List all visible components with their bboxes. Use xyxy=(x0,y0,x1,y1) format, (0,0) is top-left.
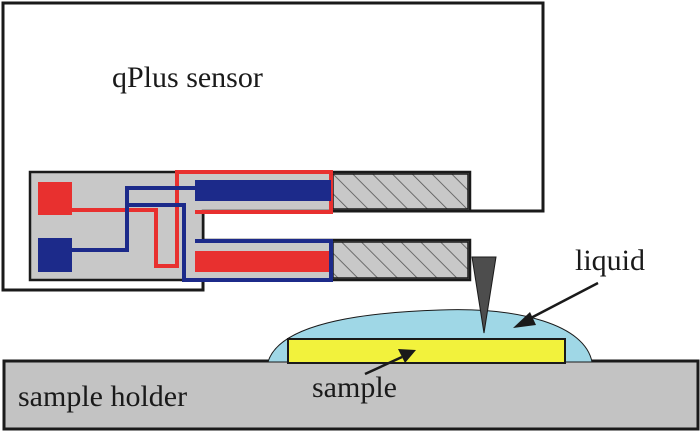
red-trace xyxy=(72,170,333,268)
blue-electrodes xyxy=(38,180,333,282)
blue-contact-pad xyxy=(38,238,72,272)
liquid-arrow xyxy=(513,281,599,328)
sample-arrow xyxy=(364,349,416,376)
blue-upper-electrode xyxy=(195,180,331,201)
sample-holder xyxy=(2,359,700,431)
label-sample: sample xyxy=(312,371,397,404)
label-liquid: liquid xyxy=(575,244,645,277)
red-lower-electrode xyxy=(195,251,331,272)
red-electrodes xyxy=(38,170,333,272)
probe-tip xyxy=(471,256,497,334)
upper-prong-hatched-end xyxy=(332,173,469,210)
label-holder: sample holder xyxy=(18,380,187,413)
blue-trace-lower xyxy=(127,203,333,282)
label-sensor: qPlus sensor xyxy=(112,61,263,94)
sample-block xyxy=(287,338,566,364)
blue-trace xyxy=(72,186,196,252)
red-contact-pad xyxy=(38,182,72,215)
lower-prong-hatched-end xyxy=(332,241,469,279)
